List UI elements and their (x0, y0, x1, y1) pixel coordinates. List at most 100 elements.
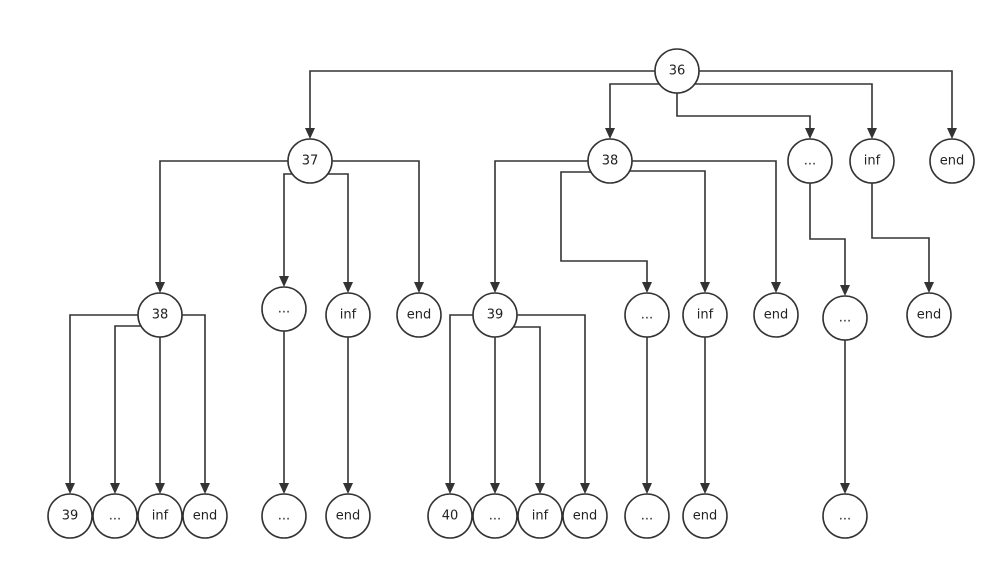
arrowhead-icon (414, 282, 424, 293)
node-circle (261, 493, 307, 539)
arrowhead-icon (490, 282, 500, 293)
arrowhead-icon (490, 483, 500, 494)
connector-line (609, 83, 659, 128)
edges-layer (65, 70, 957, 494)
node-label: ... (278, 302, 290, 317)
node-circle (472, 292, 518, 338)
node-37: 37 (287, 138, 333, 184)
edge-36-to-end (699, 70, 957, 139)
arrowhead-icon (605, 128, 615, 139)
node-inf: inf (325, 292, 371, 338)
node-inf: inf (682, 292, 728, 338)
arrowhead-icon (642, 483, 652, 494)
connector-line (871, 183, 930, 282)
arrowhead-icon (305, 128, 315, 139)
connector-line (517, 314, 586, 483)
arrowhead-icon (642, 282, 652, 293)
node-39: 39 (472, 292, 518, 338)
node-end: end (753, 292, 799, 338)
edge-inf-to-end (871, 183, 934, 293)
edge-37-to-end (332, 160, 424, 293)
edge-37-to-38 (155, 160, 288, 293)
node-circle (396, 292, 442, 338)
connector-line (676, 93, 811, 128)
node-dotsdotsdots: ... (822, 295, 868, 341)
node-circle (472, 493, 518, 539)
arrowhead-icon (343, 483, 353, 494)
edge-37-to-inf (328, 173, 353, 293)
arrowhead-icon (867, 128, 877, 139)
edge-dotsdotsdots-to-dotsdotsdots (279, 331, 289, 494)
edge-38-to-inf (155, 337, 165, 494)
node-39: 39 (47, 493, 93, 539)
node-label: 40 (442, 509, 459, 524)
node-circle (287, 138, 333, 184)
node-dotsdotsdots: ... (92, 493, 138, 539)
node-dotsdotsdots: ... (261, 493, 307, 539)
node-circle (624, 493, 670, 539)
connector-line (69, 314, 138, 483)
node-circle (822, 295, 868, 341)
node-38: 38 (587, 138, 633, 184)
node-label: inf (532, 509, 549, 524)
arrowhead-icon (700, 282, 710, 293)
node-label: ... (641, 308, 653, 323)
connector-line (328, 173, 349, 282)
node-circle (906, 292, 952, 338)
nodes-layer: 36 37 38... inf end 38... inf end 39... inf end...… (47, 48, 975, 539)
node-38: 38 (137, 292, 183, 338)
node-dotsdotsdots: ... (822, 493, 868, 539)
node-label: end (193, 509, 218, 524)
arrowhead-icon (580, 483, 590, 494)
edge-36-to-inf (695, 83, 877, 139)
connector-line (809, 183, 846, 285)
edge-38-to-end (632, 160, 781, 293)
edge-37-to-dotsdotsdots (279, 173, 292, 287)
node-label: inf (152, 509, 169, 524)
node-circle (682, 493, 728, 539)
edge-38-to-end (182, 314, 210, 494)
node-inf: inf (849, 138, 895, 184)
node-label: ... (641, 509, 653, 524)
node-inf: inf (517, 493, 563, 539)
node-end: end (325, 493, 371, 539)
node-label: end (407, 308, 432, 323)
edge-39-to-end (517, 314, 590, 494)
node-circle (562, 493, 608, 539)
edge-36-to-dotsdotsdots (676, 93, 815, 139)
node-circle (517, 493, 563, 539)
node-circle (753, 292, 799, 338)
node-label: end (940, 154, 965, 169)
arrowhead-icon (805, 128, 815, 139)
node-circle (822, 493, 868, 539)
node-end: end (562, 493, 608, 539)
node-label: end (573, 509, 598, 524)
node-36: 36 (654, 48, 700, 94)
node-dotsdotsdots: ... (261, 286, 307, 332)
node-circle (182, 493, 228, 539)
node-label: inf (697, 308, 714, 323)
connector-line (159, 160, 288, 282)
node-end: end (929, 138, 975, 184)
node-circle (654, 48, 700, 94)
node-label: ... (839, 509, 851, 524)
edge-39-to-dotsdotsdots (490, 337, 500, 494)
node-circle (137, 292, 183, 338)
node-circle (587, 138, 633, 184)
node-dotsdotsdots: ... (624, 292, 670, 338)
node-dotsdotsdots: ... (472, 493, 518, 539)
arrowhead-icon (924, 282, 934, 293)
arrowhead-icon (200, 483, 210, 494)
node-label: ... (109, 509, 121, 524)
node-40: 40 (427, 493, 473, 539)
node-label: ... (489, 509, 501, 524)
node-end: end (906, 292, 952, 338)
node-label: ... (804, 154, 816, 169)
connector-line (332, 160, 420, 282)
node-inf: inf (137, 493, 183, 539)
connector-line (449, 314, 473, 483)
edge-36-to-38 (605, 83, 659, 139)
connector-line (632, 160, 777, 282)
edge-38-to-inf (628, 170, 710, 293)
